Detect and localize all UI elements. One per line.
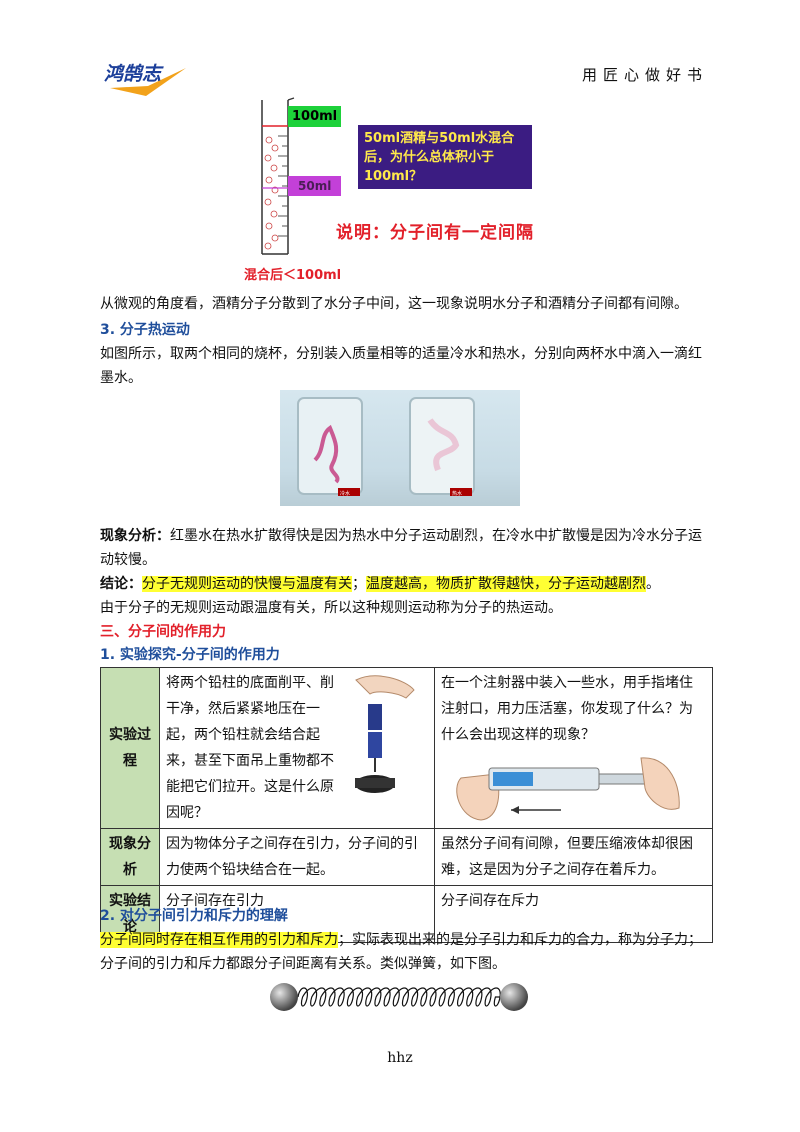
- conclusion-end: 。: [646, 576, 660, 592]
- table-row: 实验过程 将两个铅柱的底面削平、削干净，然后紧紧地压在一起，两个铅柱就会结合起来…: [100, 667, 713, 829]
- force-text: ；实际表现出来的是分子引力和斥力的合力，称为分子力；分子间的引力和斥力都跟分子间…: [100, 932, 702, 972]
- label-50ml: 50ml: [288, 176, 342, 196]
- paragraph-text: 从微观的角度看，酒精分子分散到了水分子中间，这一现象说明水分子和酒精分子间都有间…: [100, 296, 688, 312]
- logo-text: 鸿鹄志: [104, 63, 164, 85]
- conclusion-separator: ；: [352, 576, 366, 592]
- header-motto: 用匠心做好书: [581, 66, 708, 84]
- experiment-table: 实验过程 将两个铅柱的底面削平、削干净，然后紧紧地压在一起，两个铅柱就会结合起来…: [100, 667, 713, 943]
- table-cell: 分子间存在斥力: [434, 885, 713, 943]
- syringe-icon: [456, 757, 680, 821]
- section-3-title: 3. 分子热运动: [100, 322, 190, 338]
- table-cell: 将两个铅柱的底面削平、削干净，然后紧紧地压在一起，两个铅柱就会结合起来，甚至下面…: [159, 667, 435, 829]
- spring-icon: [297, 987, 501, 1007]
- explanation-text: 说明：分子间有一定间隔: [336, 223, 534, 243]
- part-3-title: 三、分子间的作用力: [100, 624, 226, 640]
- right-ball-icon: [500, 983, 528, 1011]
- force-highlight: 分子间同时存在相互作用的引力和斥力: [100, 932, 338, 948]
- force-paragraph: 分子间同时存在相互作用的引力和斥力；实际表现出来的是分子引力和斥力的合力，称为分…: [100, 928, 710, 976]
- mix-result-label: 混合后＜100ml: [244, 268, 342, 283]
- subsection-2-title: 2. 对分子间引力和斥力的理解: [100, 908, 288, 924]
- table-cell: 虽然分子间有间隙，但要压缩液体却很困难，这是因为分子之间存在着斥力。: [434, 828, 713, 886]
- paragraph-beaker-setup: 如图所示，取两个相同的烧杯，分别装入质量相等的适量冷水和热水，分别向两杯水中滴入…: [100, 342, 710, 390]
- analysis-paragraph: 现象分析：红墨水在热水扩散得快是因为热水中分子运动剧烈，在冷水中扩散慢是因为冷水…: [100, 524, 710, 572]
- hot-water-beaker-icon: 热水: [409, 397, 475, 497]
- syringe-text: 在一个注射器中装入一些水，用手指堵住注射口，用力压活塞，你发现了什么？为什么会出…: [441, 675, 693, 743]
- lead-cylinders-text: 将两个铅柱的底面削平、削干净，然后紧紧地压在一起，两个铅柱就会结合起来，甚至下面…: [166, 675, 334, 821]
- analysis-label: 现象分析：: [100, 528, 170, 544]
- paragraph-micro-view: 从微观的角度看，酒精分子分散到了水分子中间，这一现象说明水分子和酒精分子间都有间…: [100, 292, 710, 316]
- conclusion-paragraph: 结论：分子无规则运动的快慢与温度有关；温度越高，物质扩散得越快，分子运动越剧烈。: [100, 572, 710, 596]
- page-footer: hhz: [387, 1050, 413, 1066]
- lead-cylinders-weight-icon: [355, 675, 415, 793]
- label-100ml: 100ml: [288, 106, 342, 127]
- paragraph-text: 如图所示，取两个相同的烧杯，分别装入质量相等的适量冷水和热水，分别向两杯水中滴入…: [100, 346, 702, 386]
- conclusion-label: 结论：: [100, 576, 142, 592]
- analysis-text: 红墨水在热水扩散得快是因为热水中分子运动剧烈，在冷水中扩散慢是因为冷水分子运动较…: [100, 528, 702, 568]
- beaker-photo: 冷水 热水: [280, 390, 520, 506]
- conclusion-highlight-2: 温度越高，物质扩散得越快，分子运动越剧烈: [366, 576, 646, 592]
- thermal-motion-paragraph: 由于分子的无规则运动跟温度有关，所以这种规则运动称为分子的热运动。: [100, 600, 562, 616]
- cold-water-label: 冷水: [340, 490, 350, 497]
- table-cell: 在一个注射器中装入一些水，用手指堵住注射口，用力压活塞，你发现了什么？为什么会出…: [434, 667, 713, 829]
- table-row: 现象分析 因为物体分子之间存在引力，分子间的引力使两个铅块结合在一起。 虽然分子…: [100, 828, 713, 886]
- question-box: 50ml酒精与50ml水混合后，为什么总体积小于100ml？: [358, 125, 532, 189]
- row-head-process: 实验过程: [100, 667, 160, 829]
- table-cell: 因为物体分子之间存在引力，分子间的引力使两个铅块结合在一起。: [159, 828, 435, 886]
- logo-graphic: 鸿鹄志: [104, 63, 186, 96]
- subsection-1-title: 1. 实验探究-分子间的作用力: [100, 647, 280, 663]
- row-head-analysis: 现象分析: [100, 828, 160, 886]
- spring-diagram: [268, 980, 530, 1018]
- left-ball-icon: [270, 983, 298, 1011]
- cold-water-beaker-icon: 冷水: [297, 397, 363, 497]
- publisher-logo: 鸿鹄志: [100, 58, 192, 98]
- hot-water-label: 热水: [452, 490, 462, 497]
- conclusion-highlight-1: 分子无规则运动的快慢与温度有关: [142, 576, 352, 592]
